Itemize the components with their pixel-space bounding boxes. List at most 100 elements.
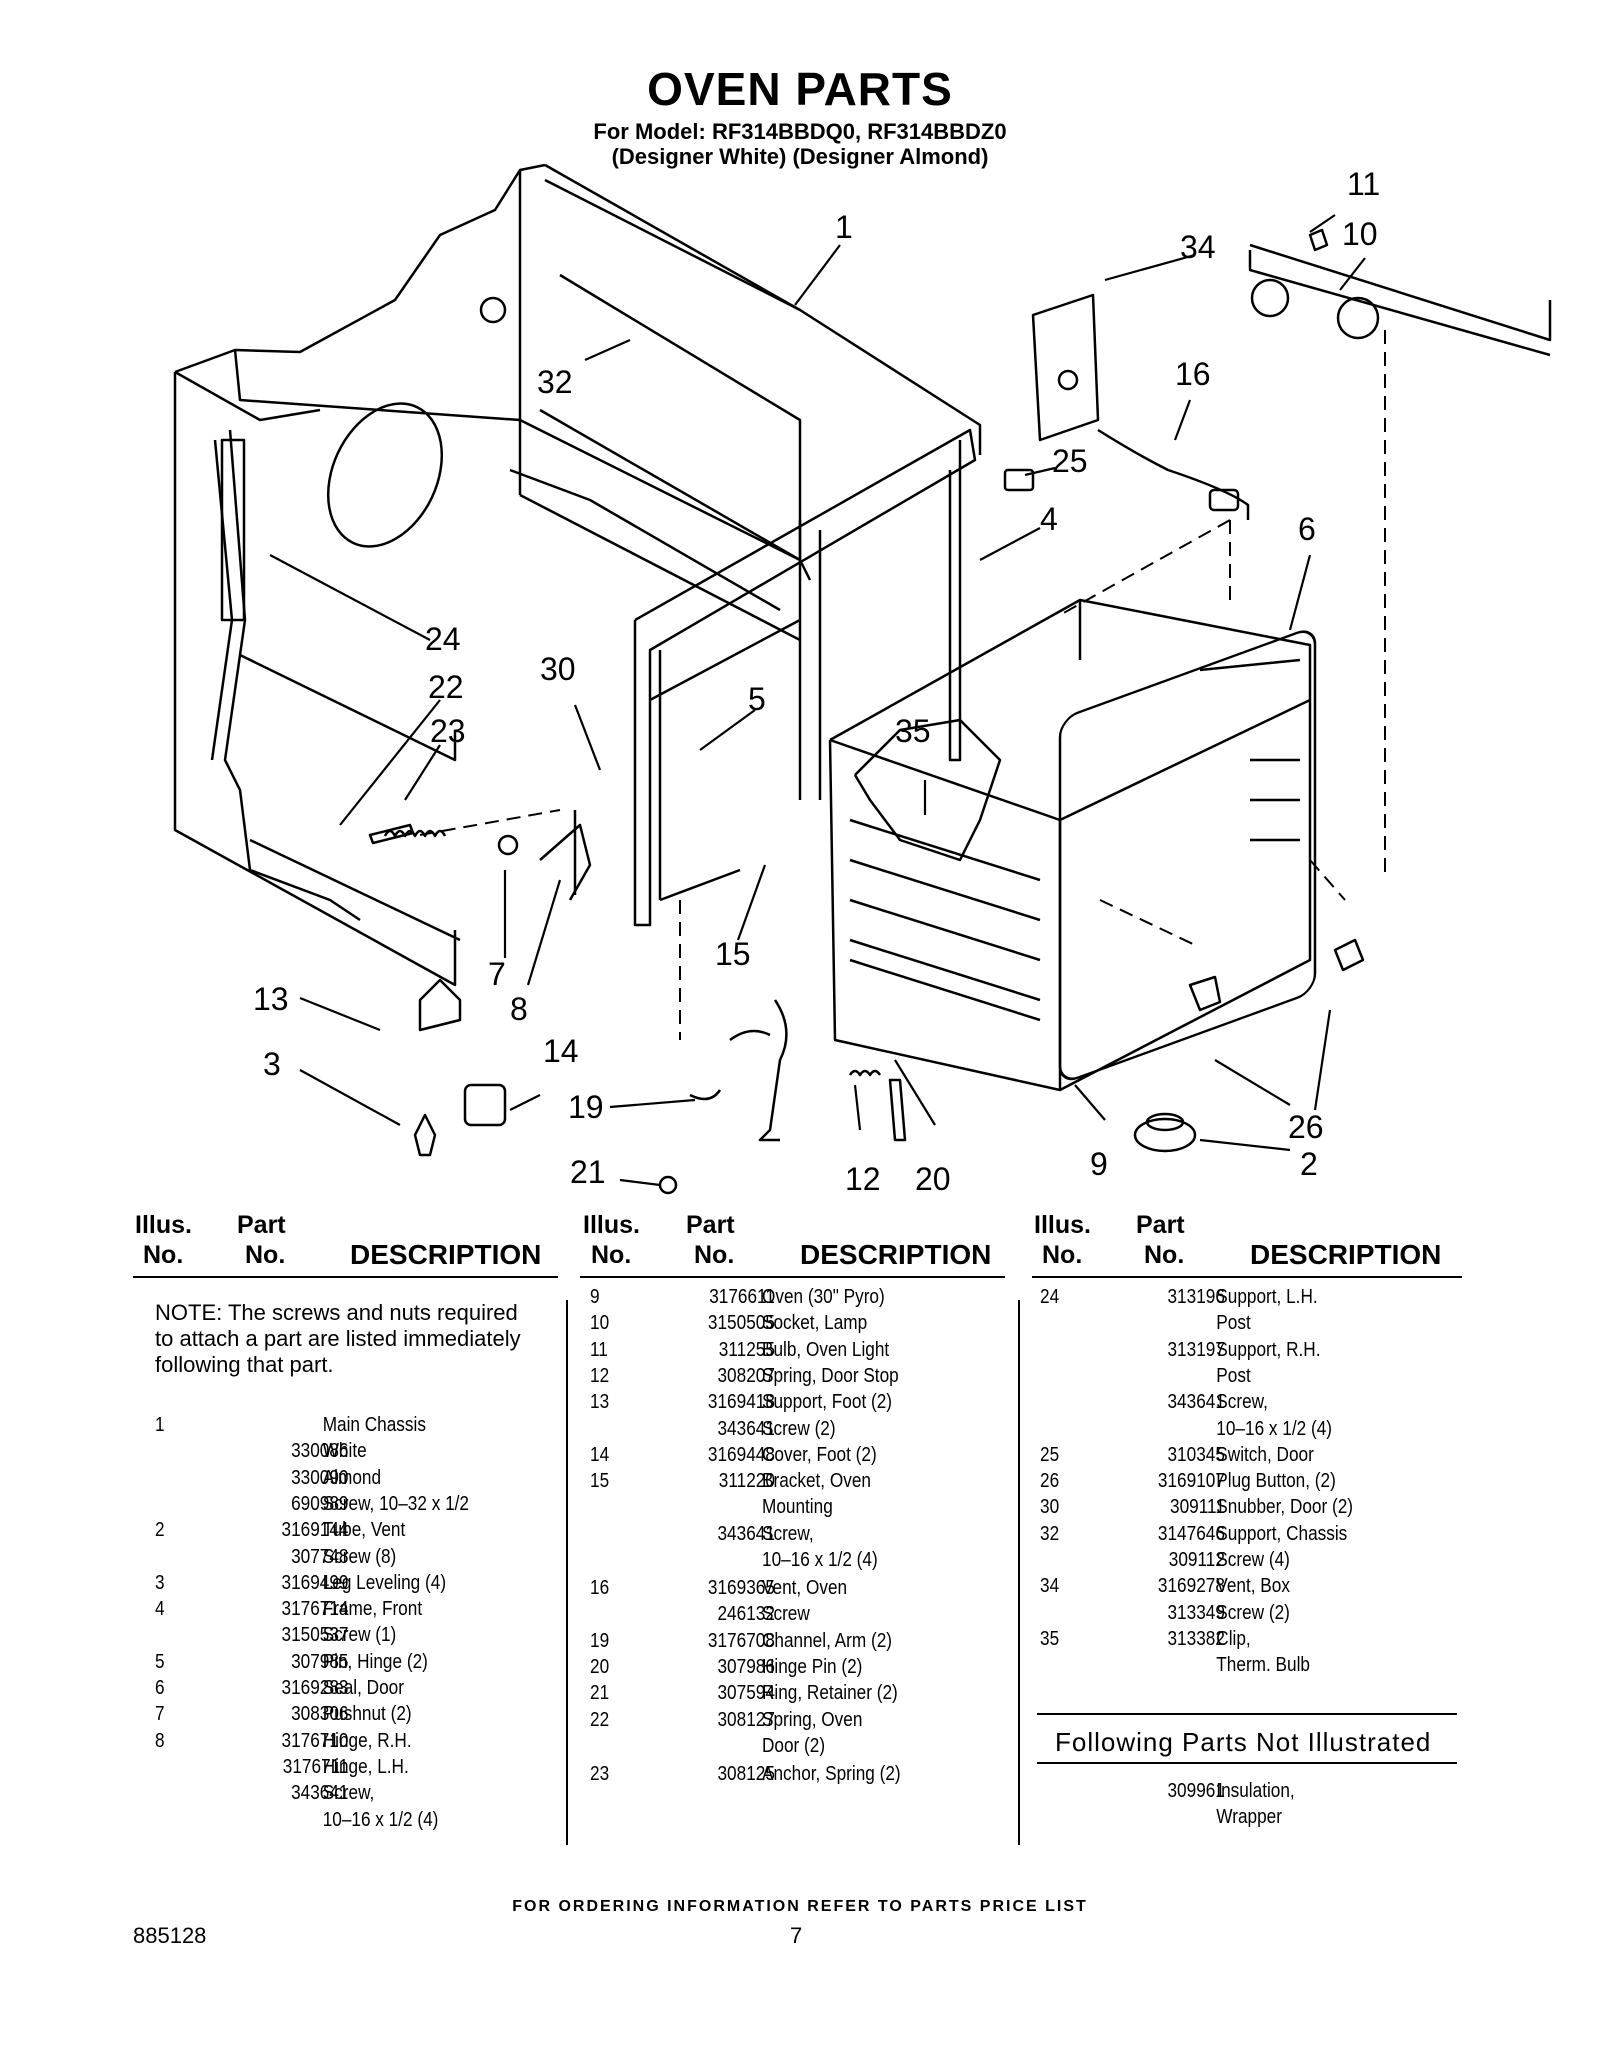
part-description: Seal, Door: [322, 1677, 404, 1699]
part-description: Frame, Front: [322, 1598, 423, 1621]
part-description: Snubber, Door (2): [1216, 1496, 1354, 1519]
callout-9: 9: [1090, 1146, 1108, 1182]
illus-number: 16: [590, 1577, 610, 1599]
diagram-artwork: [173, 163, 1552, 1195]
front-frame-drawing: [633, 428, 977, 927]
illus-number: 8: [155, 1729, 165, 1752]
part-number: 343641: [1167, 1391, 1225, 1414]
callout-15: 15: [715, 936, 751, 972]
part-number: 308306: [291, 1703, 349, 1726]
part-description: Spring, Door Stop: [762, 1364, 899, 1387]
part-number: 3169448: [707, 1443, 775, 1466]
part-number: 343641: [717, 1417, 775, 1440]
callout-26: 26: [1288, 1109, 1324, 1145]
part-description: Mounting: [762, 1496, 833, 1519]
part-row: Post: [1040, 1363, 1487, 1389]
part-number: 309111: [1170, 1496, 1225, 1519]
callout-16: 16: [1175, 356, 1211, 392]
dashed-guides: [419, 330, 1386, 1040]
part-description: Pushnut (2): [322, 1703, 412, 1726]
part-description: Bracket, Oven: [762, 1470, 871, 1493]
part-description: Screw,: [1216, 1391, 1268, 1414]
illus-number: 2: [155, 1519, 165, 1542]
illus-number: 13: [590, 1391, 610, 1414]
column-divider: [1018, 1300, 1020, 1845]
description-header: DESCRIPTION: [800, 1239, 992, 1270]
header-rule: [133, 1276, 558, 1278]
callout-10: 10: [1342, 216, 1378, 252]
part-number: 3169418: [707, 1391, 775, 1414]
illus-number: 6: [155, 1677, 165, 1699]
callout-12: 12: [845, 1161, 881, 1197]
part-description: Channel, Arm (2): [762, 1629, 893, 1652]
illus-number: 11: [590, 1338, 608, 1361]
part-description: Screw: [762, 1603, 810, 1626]
part-number: 3176710: [281, 1729, 349, 1752]
illus-number: 20: [590, 1655, 610, 1678]
part-number: 3169499: [281, 1571, 349, 1594]
callout-13: 13: [253, 981, 289, 1017]
part-description: Oven (30" Pyro): [762, 1286, 885, 1308]
part-row: Post: [1040, 1310, 1487, 1336]
part-number: 3169278: [1157, 1575, 1225, 1598]
part-number: 3150537: [281, 1624, 349, 1647]
part-number: 3169107: [1157, 1470, 1225, 1493]
illus-number: 34: [1040, 1575, 1060, 1598]
column-divider: [566, 1300, 568, 1845]
callout-32: 32: [537, 364, 573, 400]
part-number: 246132: [717, 1603, 775, 1626]
page-number: 7: [790, 1923, 803, 1948]
callout-3: 3: [263, 1046, 281, 1082]
not-illustrated-title: Following Parts Not Illustrated: [1055, 1727, 1432, 1757]
illus-number: 4: [155, 1598, 165, 1621]
illus-number: 23: [590, 1762, 610, 1785]
illus-number: 7: [155, 1703, 165, 1726]
part-number: 3169365: [707, 1577, 775, 1599]
small-parts-drawing: [368, 228, 1552, 1195]
part-description: Screw (4): [1216, 1549, 1290, 1571]
part-row: 10–16 x 1/2 (4): [590, 1547, 1037, 1573]
part-description: Post: [1216, 1312, 1251, 1335]
part-description: Hinge, L.H.: [322, 1755, 409, 1778]
part-number: 311220: [718, 1470, 775, 1493]
part-number: 3169144: [281, 1519, 349, 1542]
illus-number: 14: [590, 1443, 610, 1466]
part-description: Support, Chassis: [1216, 1522, 1348, 1545]
callout-labels: 1234567891011121314151619202122232425263…: [253, 166, 1380, 1197]
illus-number: 22: [590, 1708, 610, 1731]
part-number: 330090: [291, 1466, 349, 1489]
part-description: Screw (2): [762, 1417, 836, 1440]
part-number: 3176711: [282, 1755, 349, 1778]
callout-25: 25: [1052, 443, 1088, 479]
part-number: 313349: [1167, 1601, 1225, 1624]
callout-23: 23: [430, 713, 466, 749]
callout-21: 21: [570, 1154, 606, 1190]
leader-lines: [269, 214, 1366, 1187]
callout-2: 2: [1300, 1146, 1318, 1182]
part-description: Screw (1): [322, 1624, 397, 1647]
oven-cavity-drawing: [828, 598, 1317, 1092]
color-line: (Designer White) (Designer Almond): [611, 144, 989, 169]
document-number: 885128: [133, 1923, 207, 1948]
illus-number: 1: [155, 1414, 165, 1436]
